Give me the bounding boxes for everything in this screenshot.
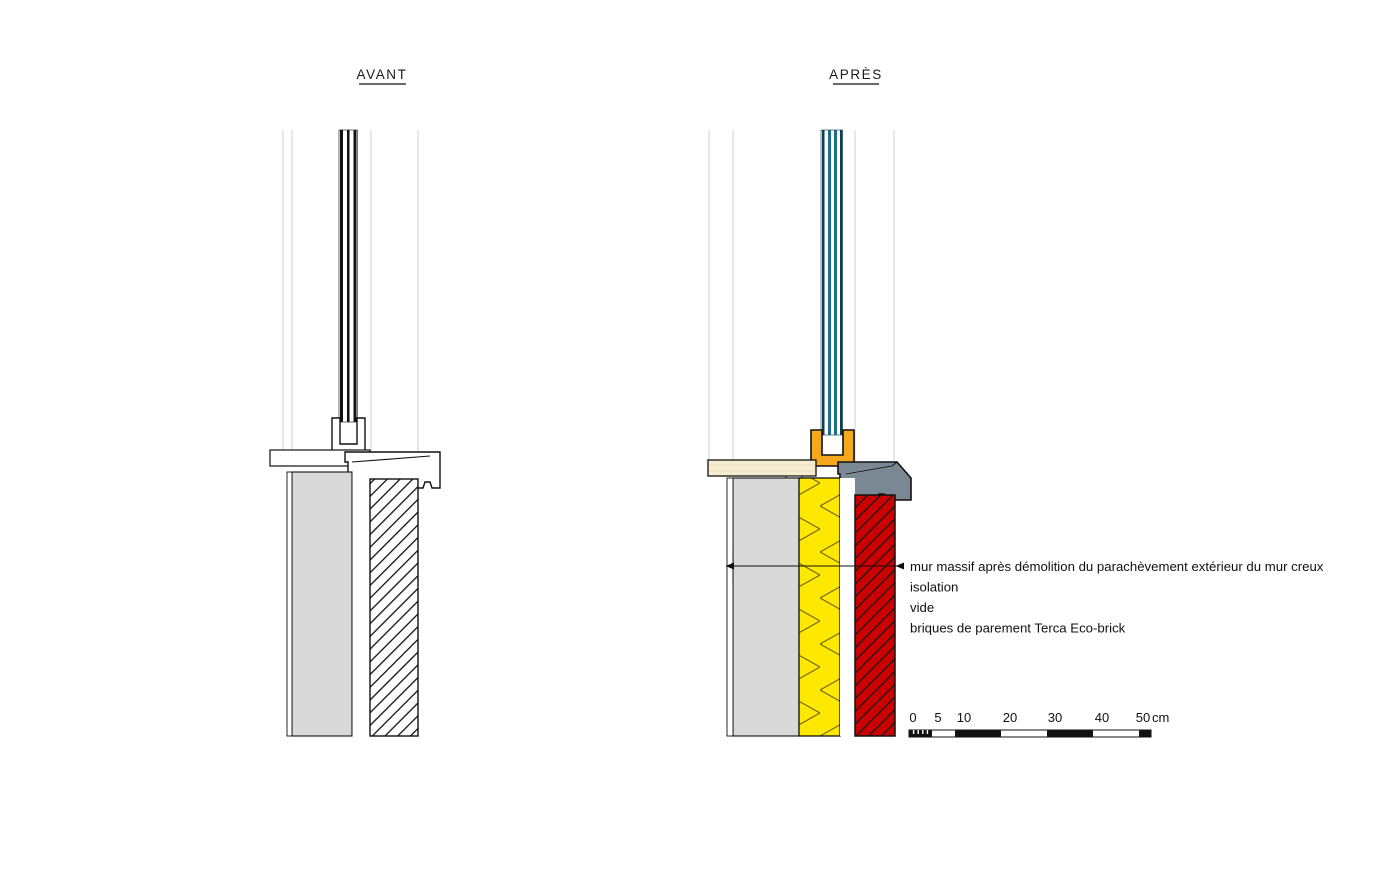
outer-leaf-brick-avant [369, 478, 419, 737]
guide-lines-apres [708, 130, 895, 470]
annotation-leader [725, 548, 904, 584]
scale-tick-30: 30 [1048, 710, 1062, 725]
glazing-apres [820, 129, 843, 436]
exterior-sill-apres [837, 461, 912, 501]
scale-seg-0-5 [909, 730, 932, 737]
cavity-void-avant [352, 472, 370, 736]
panel-title-avant: AVANT [356, 67, 407, 82]
panel-apres: APRÈS [707, 67, 912, 737]
interior-sill-apres [707, 459, 817, 477]
glazing-avant [338, 129, 358, 423]
annotation-line-2: isolation [910, 580, 958, 595]
inner-finish-avant [286, 471, 293, 737]
annotation-text-block: mur massif après démolition du parachève… [910, 559, 1324, 636]
window-frame-avant [331, 417, 366, 453]
panel-title-apres: APRÈS [829, 67, 883, 82]
annotation-line-1: mur massif après démolition du parachève… [910, 559, 1324, 574]
scale-tick-5: 5 [934, 710, 941, 725]
scale-seg-10-20 [955, 730, 1001, 737]
scale-subdivisions [912, 730, 929, 734]
window-frame-apres [810, 429, 855, 467]
scale-unit-label: cm [1152, 710, 1169, 725]
scale-bar-frame [908, 729, 1152, 738]
scale-seg-end [1139, 730, 1151, 737]
inner-leaf-masonry-apres [732, 477, 800, 737]
annotation-line-4: briques de parement Terca Eco-brick [910, 621, 1126, 636]
scale-tick-40: 40 [1095, 710, 1109, 725]
inner-finish-apres [726, 477, 734, 737]
insulation-layer-apres [798, 477, 841, 737]
scale-seg-30-40 [1047, 730, 1093, 737]
annotation-line-3: vide [910, 600, 934, 615]
guide-lines-avant [282, 130, 419, 460]
scale-tick-20: 20 [1003, 710, 1017, 725]
scale-tick-0: 0 [909, 710, 916, 725]
scale-tick-50: 50 [1136, 710, 1150, 725]
scale-bar: 0 5 10 20 30 40 50 cm [908, 710, 1169, 738]
inner-leaf-masonry-avant [291, 471, 353, 737]
cavity-void-apres [840, 478, 855, 736]
terca-eco-brick-apres [854, 494, 896, 737]
panel-avant: AVANT [269, 67, 441, 737]
scale-tick-10: 10 [957, 710, 971, 725]
